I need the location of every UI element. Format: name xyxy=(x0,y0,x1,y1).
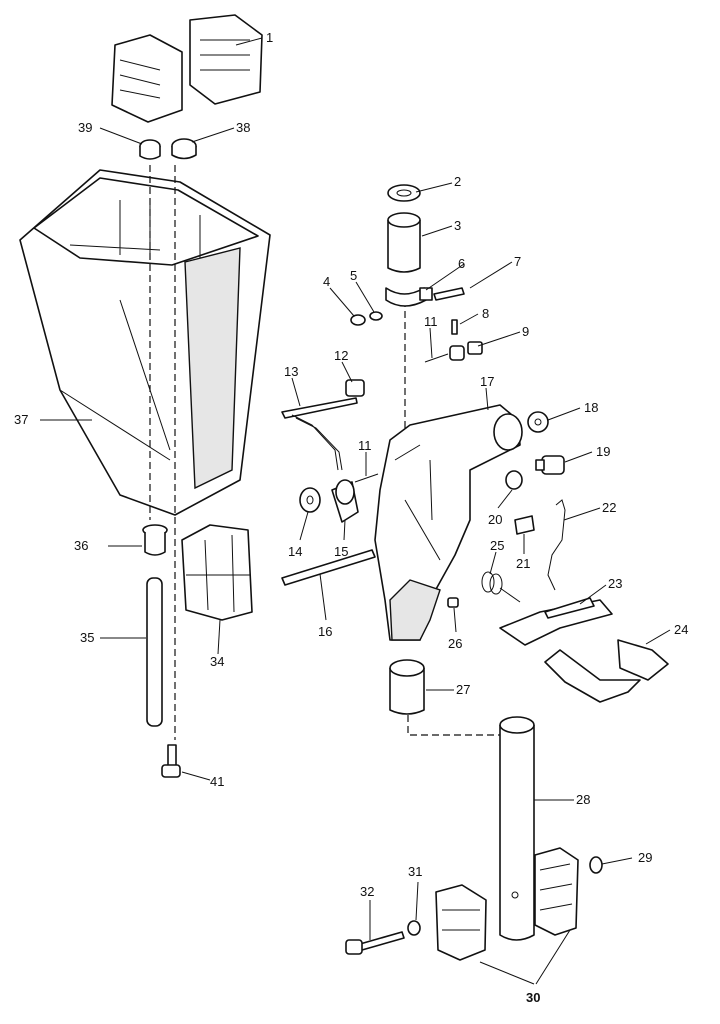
callout-25: 25 xyxy=(490,538,504,553)
part-7-screw xyxy=(433,287,465,301)
callout-24: 24 xyxy=(674,622,688,637)
part-19-knob xyxy=(535,455,565,475)
part-26-screw xyxy=(447,597,459,608)
part-30-clamp-halves xyxy=(435,847,579,961)
callout-11-upper: 11 xyxy=(424,314,438,329)
part-31-washer xyxy=(407,920,421,936)
callout-19: 19 xyxy=(596,444,610,459)
callout-38: 38 xyxy=(236,120,250,135)
part-21-plate xyxy=(514,515,535,535)
leader-lines xyxy=(40,37,671,985)
part-11-spring-pin-lower xyxy=(354,473,379,483)
part-23-lever xyxy=(499,597,613,646)
callout-21: 21 xyxy=(516,556,530,571)
callout-29: 29 xyxy=(638,850,652,865)
callout-2: 2 xyxy=(454,174,461,189)
callout-41: 41 xyxy=(210,774,224,789)
callout-18: 18 xyxy=(584,400,598,415)
part-17-swivel-bracket xyxy=(374,404,523,641)
part-41-bolt xyxy=(161,744,181,778)
callout-36: 36 xyxy=(74,538,88,553)
part-36-bushing xyxy=(142,524,168,556)
callout-16: 16 xyxy=(318,624,332,639)
callout-9: 9 xyxy=(522,324,529,339)
part-14-washer xyxy=(299,487,321,513)
part-9-nut xyxy=(449,341,483,361)
callout-13: 13 xyxy=(284,364,298,379)
part-11-spring-pin-upper xyxy=(424,353,449,363)
callout-23: 23 xyxy=(608,576,622,591)
callout-26: 26 xyxy=(448,636,462,651)
callout-27: 27 xyxy=(456,682,470,697)
callout-4: 4 xyxy=(323,274,330,289)
part-6-clamp xyxy=(385,287,433,307)
callout-8: 8 xyxy=(482,306,489,321)
callout-1: 1 xyxy=(266,30,273,45)
part-2-washer xyxy=(387,184,421,202)
part-37-housing xyxy=(19,169,271,516)
callout-30: 30 xyxy=(526,990,540,1005)
part-25-spring xyxy=(481,571,521,603)
callout-37: 37 xyxy=(14,412,28,427)
part-38-grommet xyxy=(171,138,197,160)
callout-20: 20 xyxy=(488,512,502,527)
callout-14: 14 xyxy=(288,544,302,559)
callout-28: 28 xyxy=(576,792,590,807)
part-39-plug xyxy=(139,139,161,160)
part-4-washer xyxy=(350,314,366,326)
part-29-washer xyxy=(589,856,603,874)
part-18-washer xyxy=(527,411,549,433)
callout-3: 3 xyxy=(454,218,461,233)
callout-17: 17 xyxy=(480,374,494,389)
part-15-clamp-screw xyxy=(331,479,359,523)
part-35-tube xyxy=(146,577,163,727)
part-22-spring-wire xyxy=(547,499,566,591)
part-28-steering-tube xyxy=(499,716,535,941)
part-12-bushing xyxy=(345,379,365,397)
part-1-cover-halves xyxy=(111,14,263,123)
part-27-bushing xyxy=(389,659,425,715)
callout-6: 6 xyxy=(458,256,465,271)
part-16-pivot-pin xyxy=(281,549,376,586)
callout-5: 5 xyxy=(350,268,357,283)
callout-31: 31 xyxy=(408,864,422,879)
part-34-insert xyxy=(181,524,253,621)
part-24-tilt-lever xyxy=(544,639,669,703)
part-13-rod xyxy=(281,397,358,471)
callout-11-lower: 11 xyxy=(358,438,372,453)
callout-35: 35 xyxy=(80,630,94,645)
part-8-pin xyxy=(451,319,458,335)
part-32-bolt xyxy=(345,931,405,955)
part-5-washer xyxy=(369,311,383,321)
callout-7: 7 xyxy=(514,254,521,269)
callout-15: 15 xyxy=(334,544,348,559)
callout-34: 34 xyxy=(210,654,224,669)
callout-12: 12 xyxy=(334,348,348,363)
callout-22: 22 xyxy=(602,500,616,515)
part-20-washer xyxy=(505,470,523,490)
callout-39: 39 xyxy=(78,120,92,135)
callout-32: 32 xyxy=(360,884,374,899)
part-3-bushing xyxy=(387,212,421,273)
